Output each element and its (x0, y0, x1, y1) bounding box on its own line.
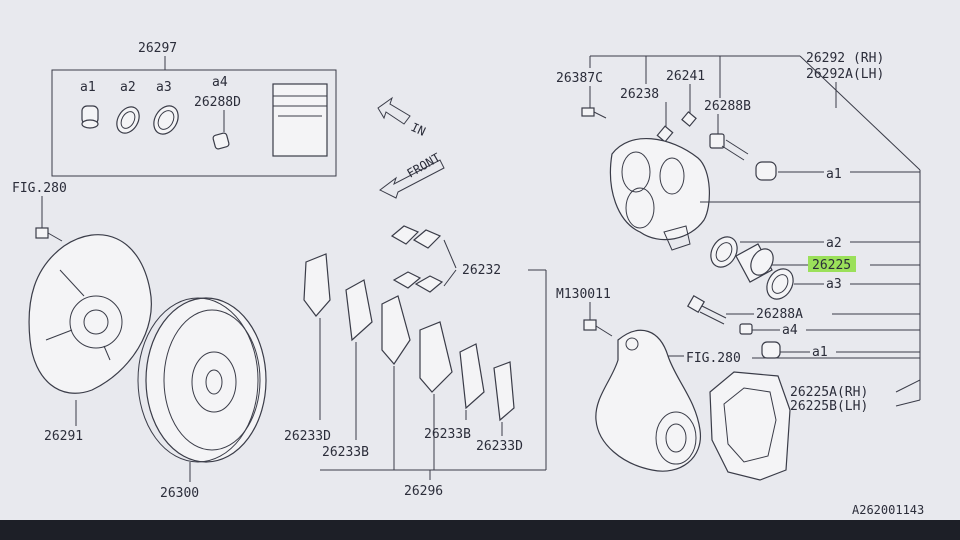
diagram-screen: 26297 a1 a2 a3 a4 26288D IN FRONT FIG.28… (0, 0, 960, 520)
label-pin-a: 26288A (756, 307, 803, 322)
steering-knuckle-icon (595, 329, 701, 472)
label-caliper-lh: 26292A(LH) (806, 67, 884, 82)
piston-icon (735, 243, 774, 283)
label-dust-cover: 26291 (44, 429, 83, 444)
label-fig280-knuckle: FIG.280 (686, 351, 741, 366)
knuckle-bolt-icon (583, 319, 613, 337)
piston-seal-icon (710, 236, 738, 268)
caliper-support-icon (709, 371, 791, 481)
dust-boot-a3-icon (766, 268, 794, 300)
label-bleeder-cap: 26241 (666, 69, 705, 84)
caliper-bolt-icon (581, 107, 607, 119)
pin-sleeve-a4-icon (212, 110, 230, 150)
bleeder-screw-icon (656, 111, 697, 143)
shim-b-left-icon (345, 279, 373, 342)
highlight-marker (808, 256, 856, 272)
label-guide-pin: 26288B (704, 99, 751, 114)
label-front: FRONT (405, 150, 443, 180)
label-rotor: 26300 (160, 486, 199, 501)
label-in: IN (409, 120, 428, 139)
monitor-bezel (0, 520, 960, 540)
bolt-icon (35, 227, 63, 242)
label-shim-left: 26233D (284, 429, 331, 444)
grease-packet-icon (272, 83, 328, 157)
guide-pin-a-icon (686, 294, 727, 325)
label-piston[interactable]: 26225 (812, 258, 851, 273)
label-shim-b-right: 26233B (424, 427, 471, 442)
boot-a1b-icon (761, 341, 781, 359)
label-a4: a4 (212, 75, 228, 90)
kit-box (51, 69, 337, 177)
label-a2: a2 (120, 80, 136, 95)
arrow-in-icon: IN (377, 96, 428, 139)
arrow-front-icon: FRONT (379, 150, 445, 199)
label-pin-kit: 26288D (194, 95, 241, 110)
label-kit: 26297 (138, 41, 177, 56)
caliper-body-icon (609, 137, 710, 251)
brake-pad-outer-icon (381, 295, 411, 365)
label-r-a1: a1 (826, 167, 842, 182)
seal-a2-icon (116, 106, 140, 134)
label-diagram-id: A262001143 (852, 503, 924, 517)
label-support: 26225A(RH) (790, 385, 868, 400)
pad-clips-icon (390, 225, 444, 293)
boot-a1-icon (81, 105, 99, 129)
pin-sleeve-a4-right-icon (739, 323, 753, 335)
label-pad-clips: 26232 (462, 263, 501, 278)
shim-right-icon (493, 361, 515, 422)
dust-cover-icon (28, 234, 152, 394)
label-bleeder: 26238 (620, 87, 659, 102)
label-r-a1b: a1 (812, 345, 828, 360)
label-shim-b-left: 26233B (322, 445, 369, 460)
label-a1: a1 (80, 80, 96, 95)
shim-left-icon (303, 253, 331, 317)
label-support-lh: 26225B(LH) (790, 399, 868, 414)
shim-b-right-icon (459, 343, 485, 410)
label-shim-right: 26233D (476, 439, 523, 454)
label-r-a2: a2 (826, 236, 842, 251)
label-r-a3: a3 (826, 277, 842, 292)
brake-pad-inner-icon (419, 321, 453, 393)
seal-a3-icon (153, 105, 179, 135)
label-a3: a3 (156, 80, 172, 95)
boot-a1-right-icon (755, 161, 777, 181)
label-bolt-m130011: M130011 (556, 287, 611, 302)
label-bolt-26387c: 26387C (556, 71, 603, 86)
label-r-a4: a4 (782, 323, 798, 338)
label-pad-set: 26296 (404, 484, 443, 499)
label-fig280-top: FIG.280 (12, 181, 67, 196)
label-caliper: 26292 (RH) (806, 51, 884, 66)
brake-rotor-icon (137, 297, 267, 463)
brake-parts-diagram: 26297 a1 a2 a3 a4 26288D IN FRONT FIG.28… (12, 41, 924, 517)
guide-pin-icon (709, 133, 749, 161)
